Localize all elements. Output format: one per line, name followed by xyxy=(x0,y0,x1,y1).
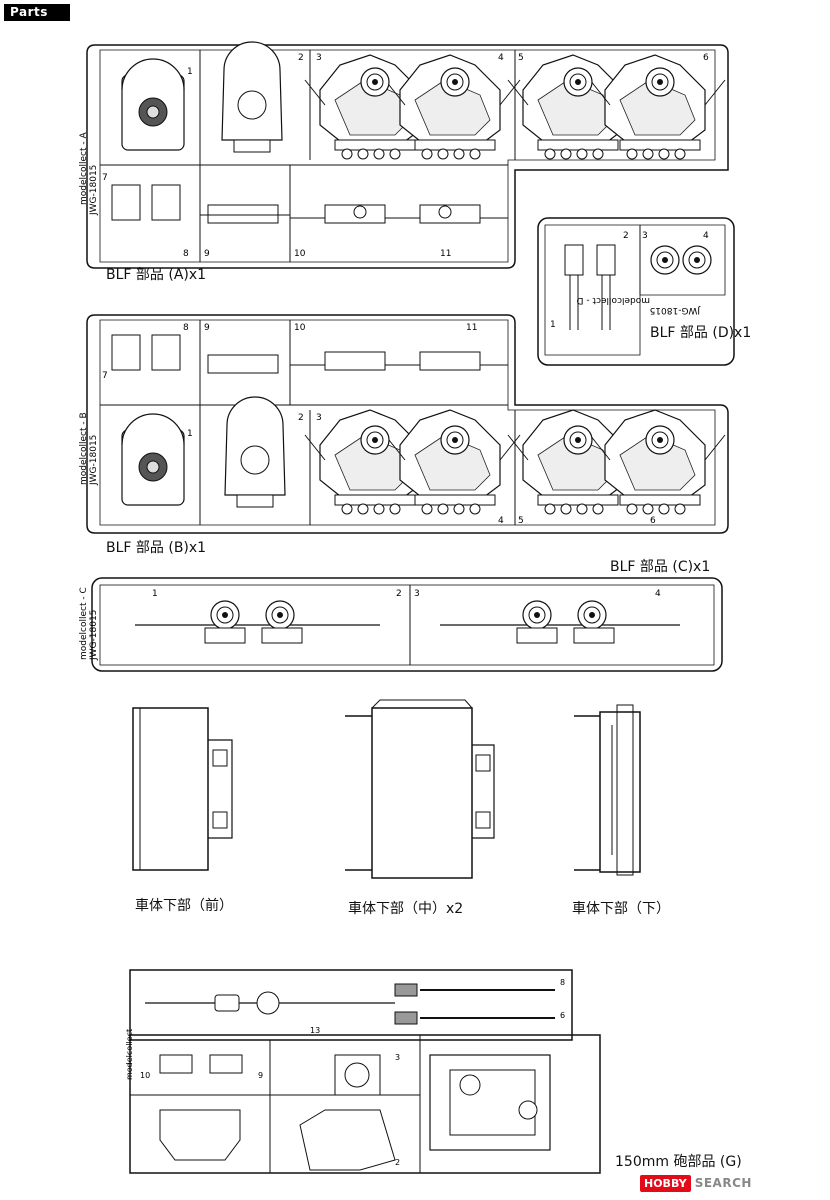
sprue-d-tag: modelcollect - D xyxy=(577,295,650,305)
part-number: 3 xyxy=(414,589,420,599)
part-number: 2 xyxy=(298,53,304,63)
hobby-search-watermark: HOBBY SEARCH xyxy=(640,1170,825,1196)
part-number: 1 xyxy=(187,429,193,439)
part-number: 4 xyxy=(498,53,504,63)
part-number: 4 xyxy=(703,231,709,241)
sprue-d: modelcollect - D JWG-18015 1 2 3 4 xyxy=(537,217,735,366)
sprue-c-tag: modelcollect - C xyxy=(79,587,89,660)
watermark-text: SEARCH xyxy=(694,1176,752,1190)
sprue-c: modelcollect - C JWG-18015 1 2 3 4 xyxy=(79,577,723,672)
part-number: 2 xyxy=(298,413,304,423)
part-number: 2 xyxy=(396,589,402,599)
part-number: 4 xyxy=(498,516,504,526)
part-number: 1 xyxy=(187,67,193,77)
sprue-a-caption: BLF 部品 (A)x1 xyxy=(106,267,207,283)
part-number: 9 xyxy=(204,249,210,259)
part-number: 6 xyxy=(560,1011,565,1020)
part-number: 2 xyxy=(395,1158,400,1167)
part-number: 1 xyxy=(550,320,556,330)
part-number: 8 xyxy=(183,249,189,259)
sprue-b-tag: modelcollect - B xyxy=(79,412,89,485)
part-number: 6 xyxy=(650,516,656,526)
part-number: 1 xyxy=(152,589,158,599)
sprue-g-tag: modelcollect xyxy=(125,1029,134,1080)
part-number: 11 xyxy=(440,249,451,259)
part-number: 11 xyxy=(466,323,477,333)
hull-lower xyxy=(574,704,641,876)
part-number: 8 xyxy=(183,323,189,333)
part-number: 9 xyxy=(258,1071,263,1080)
hull-middle-caption: 車体下部（中）x2 xyxy=(348,901,464,917)
part-number: 4 xyxy=(655,589,661,599)
part-number: 9 xyxy=(204,323,210,333)
part-number: 3 xyxy=(395,1053,400,1062)
sprue-g: 1 modelcollect 8 6 10 9 3 2 13 xyxy=(125,969,601,1174)
sprue-g-caption: 150mm 砲部品 (G) xyxy=(615,1154,742,1170)
part-number: 6 xyxy=(703,53,709,63)
part-number: 7 xyxy=(102,173,108,183)
part-number: 10 xyxy=(294,249,306,259)
sprue-d-code: JWG-18015 xyxy=(650,305,701,315)
part-number: 2 xyxy=(623,231,629,241)
part-number: 10 xyxy=(294,323,306,333)
hull-middle xyxy=(345,699,495,879)
hull-front-caption: 車体下部（前） xyxy=(135,898,233,914)
part-number: 13 xyxy=(310,1026,320,1035)
sprue-b-caption: BLF 部品 (B)x1 xyxy=(106,540,207,556)
hull-lower-caption: 車体下部（下） xyxy=(572,901,670,917)
parts-header: Parts xyxy=(4,4,70,21)
sprue-b: modelcollect - B JWG-18015 8 9 10 11 1 2… xyxy=(79,314,729,534)
sprue-a-code: JWG-18015 xyxy=(89,165,99,216)
hull-front xyxy=(132,707,233,871)
sprue-a: modelcollect - A JWG-18015 1 2 3 4 5 6 7… xyxy=(79,41,729,269)
part-number: 3 xyxy=(316,53,322,63)
part-number: 5 xyxy=(518,53,524,63)
sprue-c-code: JWG-18015 xyxy=(89,610,99,661)
part-number: 3 xyxy=(316,413,322,423)
part-number: 10 xyxy=(140,1071,150,1080)
part-number: 7 xyxy=(102,371,108,381)
sprue-b-code: JWG-18015 xyxy=(89,435,99,486)
sprue-c-caption: BLF 部品 (C)x1 xyxy=(610,559,711,575)
part-number: 5 xyxy=(518,516,524,526)
part-number: 3 xyxy=(642,231,648,241)
sprue-a-tag: modelcollect - A xyxy=(79,132,89,205)
sprue-d-caption: BLF 部品 (D)x1 xyxy=(650,325,752,341)
watermark-badge: HOBBY xyxy=(640,1174,691,1192)
part-number: 8 xyxy=(560,978,565,987)
